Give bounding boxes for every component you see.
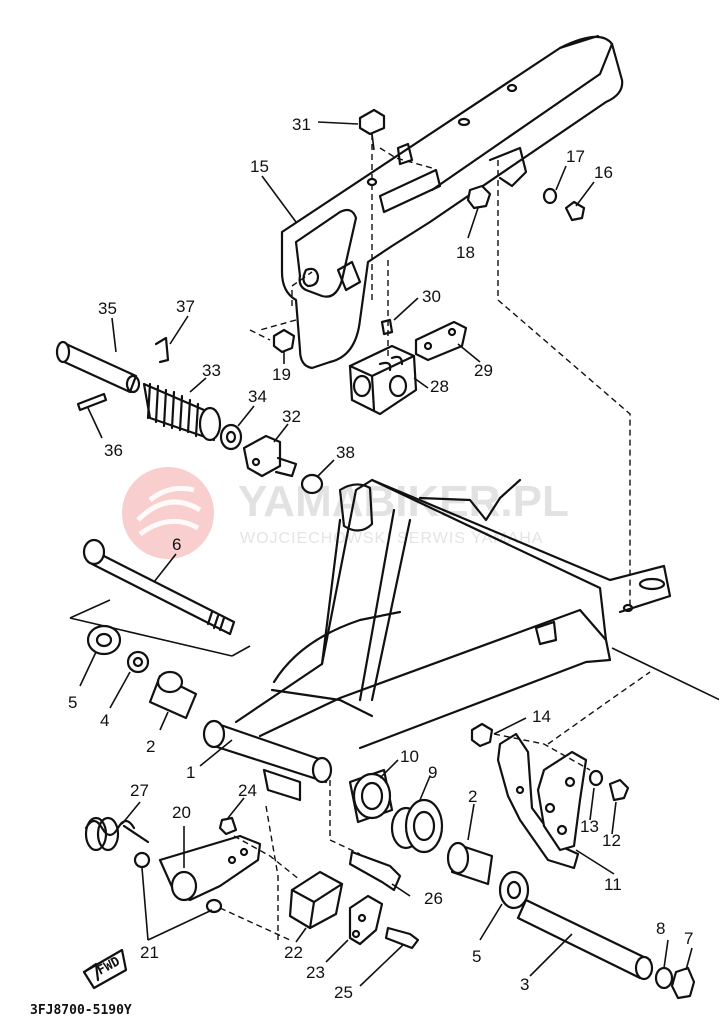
diagram-code: 3FJ8700-5190Y bbox=[30, 1003, 132, 1018]
callout-labels: 31 15 17 16 18 30 19 28 29 35 37 33 34 3… bbox=[68, 115, 693, 1002]
callout-23: 23 bbox=[306, 963, 325, 982]
callout-12: 12 bbox=[602, 831, 621, 850]
callout-18: 18 bbox=[456, 243, 475, 262]
seal-5-right bbox=[498, 870, 530, 910]
nut-7 bbox=[670, 966, 696, 1000]
washer-17 bbox=[542, 187, 558, 205]
callout-31: 31 bbox=[292, 115, 311, 134]
callout-11: 11 bbox=[604, 875, 622, 894]
bolt-26 bbox=[348, 850, 402, 892]
nut-24 bbox=[218, 816, 238, 836]
callout-15: 15 bbox=[250, 157, 269, 176]
bearing-10 bbox=[348, 768, 394, 824]
pivot-pin-35 bbox=[55, 340, 141, 394]
washer-21a bbox=[133, 851, 151, 869]
washer-13 bbox=[588, 769, 604, 787]
bolt-19 bbox=[272, 328, 296, 354]
callout-5-right: 5 bbox=[472, 947, 481, 966]
callout-27: 27 bbox=[130, 781, 149, 800]
leader-lines bbox=[79, 121, 693, 987]
pin-36 bbox=[76, 392, 108, 412]
shaft-3 bbox=[516, 898, 654, 981]
callout-17: 17 bbox=[566, 147, 585, 166]
watermark: YAMABIKER.PL WOJCIECHOWSKI SERWIS YAMAHA bbox=[122, 467, 569, 559]
chain-guard-part bbox=[280, 34, 624, 370]
washer-8 bbox=[654, 966, 674, 990]
bracket-32 bbox=[242, 434, 298, 478]
callout-7: 7 bbox=[684, 929, 693, 948]
bolt-16 bbox=[564, 200, 586, 222]
watermark-subtitle: WOJCIECHOWSKI SERWIS YAMAHA bbox=[240, 530, 543, 547]
pivot-bolt-6 bbox=[82, 538, 236, 636]
bushing-2-right bbox=[446, 841, 494, 886]
bracket-11 bbox=[496, 732, 588, 870]
callout-5-left: 5 bbox=[68, 693, 77, 712]
stand-20 bbox=[158, 834, 262, 902]
roller-33 bbox=[142, 382, 222, 442]
plate-23 bbox=[348, 894, 384, 946]
washer-4 bbox=[126, 650, 150, 674]
callout-28: 28 bbox=[430, 377, 449, 396]
clip-37 bbox=[154, 336, 170, 364]
callout-29: 29 bbox=[474, 361, 493, 380]
bolt-14 bbox=[470, 722, 494, 748]
swingarm-1 bbox=[202, 478, 672, 802]
callout-25: 25 bbox=[334, 983, 353, 1002]
bushing-2-left bbox=[148, 670, 198, 720]
bolt-12 bbox=[608, 778, 630, 802]
callout-36: 36 bbox=[104, 441, 123, 460]
callout-8: 8 bbox=[656, 919, 665, 938]
callout-19: 19 bbox=[272, 365, 291, 384]
callout-22: 22 bbox=[284, 943, 303, 962]
spring-27 bbox=[84, 816, 150, 852]
fwd-arrow-icon: FWD bbox=[82, 948, 128, 990]
watermark-logo bbox=[122, 467, 214, 559]
washer-21b bbox=[205, 898, 223, 914]
callout-2-left: 2 bbox=[146, 737, 155, 756]
callout-34: 34 bbox=[248, 387, 267, 406]
callout-20: 20 bbox=[172, 803, 191, 822]
collar-9 bbox=[390, 798, 444, 854]
callout-21: 21 bbox=[140, 943, 159, 962]
collar-38 bbox=[300, 473, 324, 495]
callout-9: 9 bbox=[428, 763, 437, 782]
bolt-31 bbox=[358, 108, 386, 151]
callout-16: 16 bbox=[594, 163, 613, 182]
callout-10: 10 bbox=[400, 747, 419, 766]
callout-37: 37 bbox=[176, 297, 195, 316]
washer-34 bbox=[219, 423, 243, 451]
callout-24: 24 bbox=[238, 781, 257, 800]
callout-32: 32 bbox=[282, 407, 301, 426]
chain-guide-28 bbox=[348, 344, 418, 416]
plate-29 bbox=[414, 320, 468, 362]
callout-1: 1 bbox=[186, 763, 195, 782]
bolt-18 bbox=[466, 184, 492, 210]
bolt-25 bbox=[384, 926, 420, 950]
callout-3: 3 bbox=[520, 975, 529, 994]
seal-5-left bbox=[86, 624, 122, 656]
callout-4: 4 bbox=[100, 711, 109, 730]
callout-6: 6 bbox=[172, 535, 181, 554]
callout-38: 38 bbox=[336, 443, 355, 462]
watermark-title: YAMABIKER.PL bbox=[238, 477, 569, 526]
callout-33: 33 bbox=[202, 361, 221, 380]
callout-30: 30 bbox=[422, 287, 441, 306]
callout-14: 14 bbox=[532, 707, 551, 726]
callout-26: 26 bbox=[424, 889, 443, 908]
callout-2-right: 2 bbox=[468, 787, 477, 806]
collar-30 bbox=[380, 318, 394, 336]
callout-13: 13 bbox=[580, 817, 599, 836]
callout-35: 35 bbox=[98, 299, 117, 318]
block-22 bbox=[288, 870, 344, 930]
